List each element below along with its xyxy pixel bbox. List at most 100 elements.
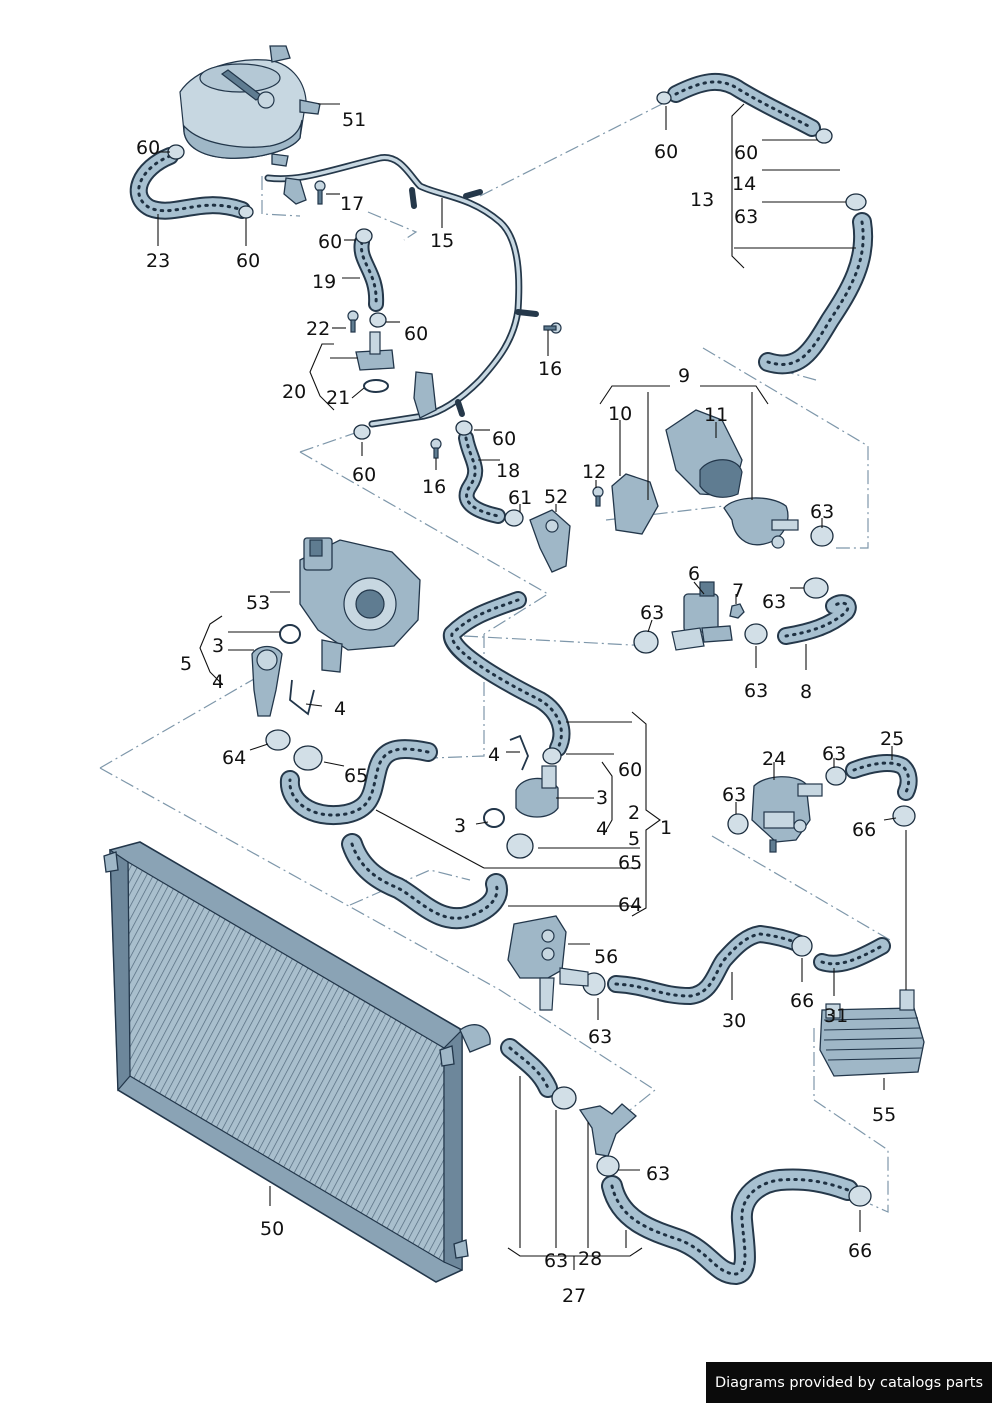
label-63-e: 63 [744,680,768,702]
label-20: 20 [282,381,306,403]
label-63-j: 63 [544,1250,568,1272]
label-65-b: 65 [618,852,642,874]
label-8: 8 [800,681,812,703]
label-53: 53 [246,592,270,614]
fitting-52 [529,509,571,573]
label-52: 52 [544,486,568,508]
label-5-a: 5 [180,653,192,675]
hose-30 [607,925,809,1005]
part-labels: 51 60 23 60 17 15 60 19 22 60 20 21 16 6… [136,109,904,1307]
label-4-a: 4 [212,671,224,693]
bolt-16-lower [430,438,442,459]
label-22: 22 [306,318,330,340]
credit-banner: Diagrams provided by catalogs parts [706,1362,992,1403]
hose-23 [129,147,251,220]
label-4-b: 4 [334,698,346,720]
label-23: 23 [146,250,170,272]
radiator-50 [103,841,491,1283]
hose-27-lower [601,1168,859,1285]
label-13: 13 [690,189,714,211]
label-56: 56 [594,946,618,968]
label-63-i: 63 [646,1163,670,1185]
label-28: 28 [578,1248,602,1270]
label-64-a: 64 [222,747,246,769]
label-31: 31 [824,1005,848,1027]
connector-5-left [251,645,315,717]
label-24: 24 [762,748,786,770]
label-61: 61 [508,487,532,509]
label-15: 15 [430,230,454,252]
label-64-b: 64 [618,894,642,916]
label-60-d: 60 [492,428,516,450]
label-63-g: 63 [722,784,746,806]
thermostat-housing-53 [279,537,421,673]
label-63-b: 63 [810,501,834,523]
label-60-b: 60 [318,231,342,253]
hose-1 [442,591,571,757]
flange-20 [355,331,395,393]
label-66-a: 66 [852,819,876,841]
label-60-h: 60 [618,759,642,781]
hose-27-left [500,1038,558,1098]
label-19: 19 [312,271,336,293]
pump-56 [507,915,589,1011]
label-63-d: 63 [762,591,786,613]
oil-cooler-31 [819,989,925,1077]
hose-18 [458,430,506,524]
label-9: 9 [678,365,690,387]
hose-64 [341,833,508,930]
fitting-28 [578,1103,637,1157]
hose-19 [353,234,385,312]
hose-66-upper [813,937,891,973]
hose-13-lower [758,212,874,375]
label-66-b: 66 [790,990,814,1012]
label-17: 17 [340,193,364,215]
label-50: 50 [260,1218,284,1240]
label-18: 18 [496,460,520,482]
connector-5-right [483,734,559,828]
label-63-c: 63 [640,602,664,624]
label-60-tank: 60 [136,137,160,159]
leader-lines [157,103,907,1270]
label-63-a: 63 [734,206,758,228]
bolt-22 [347,310,359,333]
label-27: 27 [562,1285,586,1307]
label-51: 51 [342,109,366,131]
hose-65 [279,739,438,826]
label-66-c: 66 [848,1240,872,1262]
label-3-c: 3 [454,815,466,837]
bolt-12 [592,486,604,507]
label-1: 1 [660,817,672,839]
label-4-d: 4 [596,818,608,840]
label-60-e: 60 [352,464,376,486]
label-2: 2 [628,802,640,824]
fasteners [314,180,745,619]
bolt-16-upper [543,322,562,334]
label-7: 7 [732,580,744,602]
label-11: 11 [704,404,728,426]
assembly-9 [611,409,799,549]
pipe-15 [264,154,539,428]
expansion-tank [179,45,321,167]
label-3-a: 3 [212,635,224,657]
hose-13-upper [667,72,821,137]
label-65-a: 65 [344,765,368,787]
label-6: 6 [688,563,700,585]
label-16-b: 16 [422,476,446,498]
label-5-b: 5 [628,828,640,850]
label-16-a: 16 [538,358,562,380]
label-60-f: 60 [654,141,678,163]
label-30: 30 [722,1010,746,1032]
label-63-f: 63 [822,743,846,765]
label-12: 12 [582,461,606,483]
label-14: 14 [732,173,756,195]
label-60-a: 60 [236,250,260,272]
label-21: 21 [326,387,350,409]
hoses [129,72,918,1285]
label-25: 25 [880,728,904,750]
label-10: 10 [608,403,632,425]
valve-6 [671,581,733,651]
nut-7 [729,603,745,619]
